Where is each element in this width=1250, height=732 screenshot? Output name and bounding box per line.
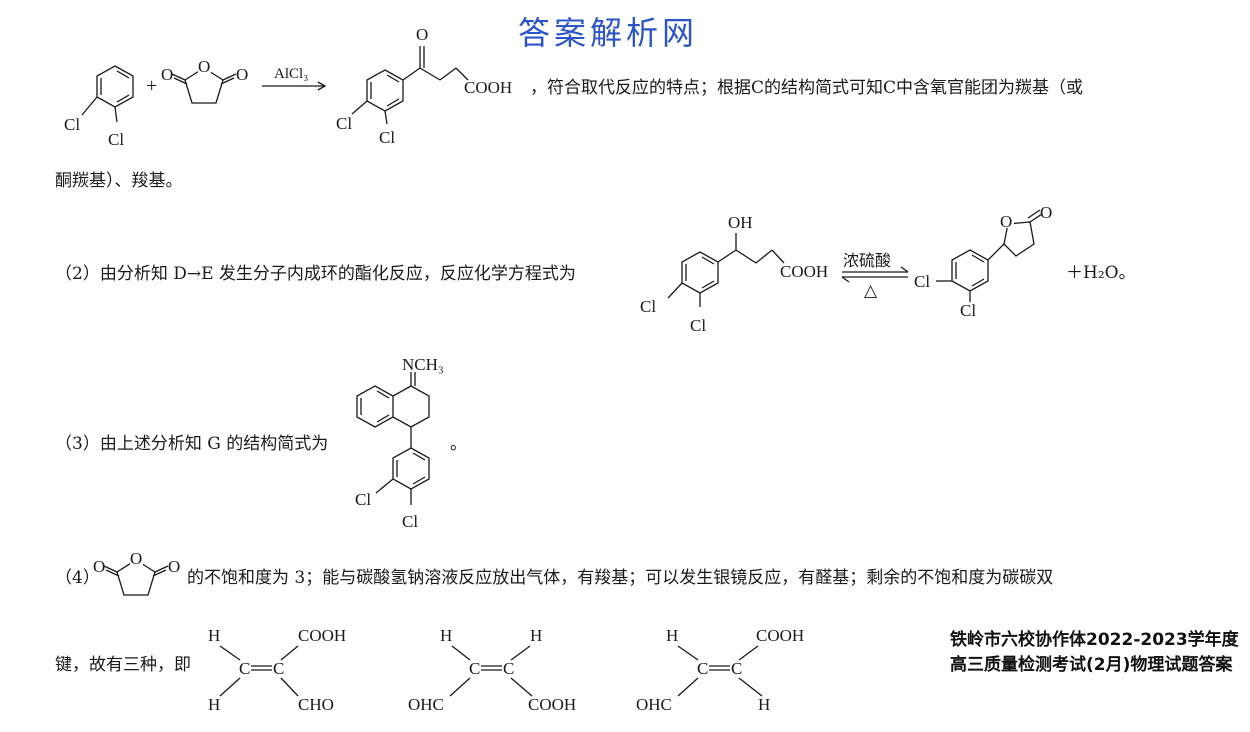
isomer-3-c1: C (697, 659, 708, 678)
equilibrium-arrow: 浓硫酸 △ (841, 251, 909, 300)
q2-text: （2）由分析知 D→E 发生分子内成环的酯化反应，反应化学方程式为 (55, 264, 576, 284)
plus-sign: + (146, 75, 157, 97)
isomer-2-tl: H (440, 626, 452, 645)
o-ring-label-3: O (130, 549, 142, 568)
succinic-anhydride-structure: O O O (161, 57, 248, 104)
o-carbonyl-label: O (416, 25, 428, 44)
reagent-label: AlCl₃ (274, 66, 308, 82)
cooh-label-2: COOH (780, 262, 828, 281)
q1-continuation-text: 酮羰基）、羧基。 (55, 171, 183, 191)
isomer-2: H H OHC COOH C C (408, 626, 576, 714)
isomer-3-c2: C (731, 659, 742, 678)
isomer-2-bl: OHC (408, 695, 444, 714)
isomer-1: H COOH H CHO C C (208, 626, 346, 714)
q2-esterification-scheme: OH COOH Cl Cl 浓硫酸 △ O O Cl Cl (640, 203, 1052, 335)
isomer-1-br: CHO (298, 695, 334, 714)
isomer-1-bl: H (208, 695, 220, 714)
isomer-1-c1: C (239, 659, 250, 678)
dichlorobenzene-structure: Cl Cl (64, 65, 134, 149)
o-ring-label: O (198, 57, 210, 76)
q2-product-tail: ＋H₂O。 (1066, 263, 1136, 283)
condition-top-label: 浓硫酸 (843, 251, 891, 270)
q4-text2: 键，故有三种，即 (55, 655, 191, 675)
q4-isomers: H COOH H CHO C C H H OHC COOH C C H COOH… (208, 626, 804, 714)
o-carbonyl-label-2: O (1040, 203, 1052, 222)
cl-label-4: Cl (379, 128, 395, 147)
cl-label-3: Cl (336, 114, 352, 133)
isomer-2-tr: H (530, 626, 542, 645)
o-right-label-2: O (168, 557, 180, 576)
q4-anhydride-structure: O O O (93, 549, 180, 596)
isomer-3-bl: OHC (636, 695, 672, 714)
o-left-label: O (161, 65, 173, 84)
cl-label-7: Cl (914, 272, 930, 291)
o-right-label: O (236, 65, 248, 84)
side-caption: 铁岭市六校协作体2022-2023学年度高三质量检测考试(2月)物理试题答案 (950, 630, 1239, 675)
condition-bottom-label: △ (864, 281, 878, 300)
o-ring-label-2: O (1000, 212, 1012, 231)
cl-label-2: Cl (108, 130, 124, 149)
cl-label-6: Cl (690, 316, 706, 335)
lactone-product-structure: O O Cl Cl (914, 203, 1052, 320)
isomer-2-c1: C (469, 659, 480, 678)
isomer-1-tr: COOH (298, 626, 346, 645)
cl-label-5: Cl (640, 297, 656, 316)
hydroxy-acid-structure: OH COOH Cl Cl (640, 213, 828, 335)
q4-prefix: （4） (55, 568, 100, 588)
isomer-3-tr: COOH (756, 626, 804, 645)
nch3-label: NCH₃ (402, 355, 444, 374)
isomer-2-c2: C (503, 659, 514, 678)
cl-label-9: Cl (355, 490, 371, 509)
q1-reaction-scheme: Cl Cl + O O O AlCl₃ O COOH Cl Cl (64, 25, 512, 149)
cl-label-8: Cl (960, 301, 976, 320)
q1-tail-text: ，符合取代反应的特点；根据C的结构简式可知C中含氧官能团为羰基（或 (530, 78, 1084, 98)
isomer-2-br: COOH (528, 695, 576, 714)
cooh-label: COOH (464, 78, 512, 97)
q3-text: （3）由上述分析知 G 的结构简式为 (55, 434, 329, 454)
isomer-3-br: H (758, 695, 770, 714)
watermark: 答案解析网 (518, 14, 699, 52)
q4-text: 的不饱和度为 3；能与碳酸氢钠溶液反应放出气体，有羧基；可以发生银镜反应，有醛基… (187, 568, 1054, 588)
isomer-3-tl: H (666, 626, 678, 645)
cl-label-1: Cl (64, 115, 80, 134)
o-left-label-2: O (93, 557, 105, 576)
oh-label: OH (728, 213, 753, 232)
isomer-1-tl: H (208, 626, 220, 645)
q3-end: 。 (450, 434, 467, 454)
reaction-arrow: AlCl₃ (262, 66, 327, 91)
product-c-structure: O COOH Cl Cl (336, 25, 512, 147)
isomer-1-c2: C (273, 659, 284, 678)
q3-structure-g: NCH₃ Cl Cl (355, 355, 444, 531)
cl-label-10: Cl (402, 512, 418, 531)
isomer-3: H COOH OHC H C C (636, 626, 804, 714)
